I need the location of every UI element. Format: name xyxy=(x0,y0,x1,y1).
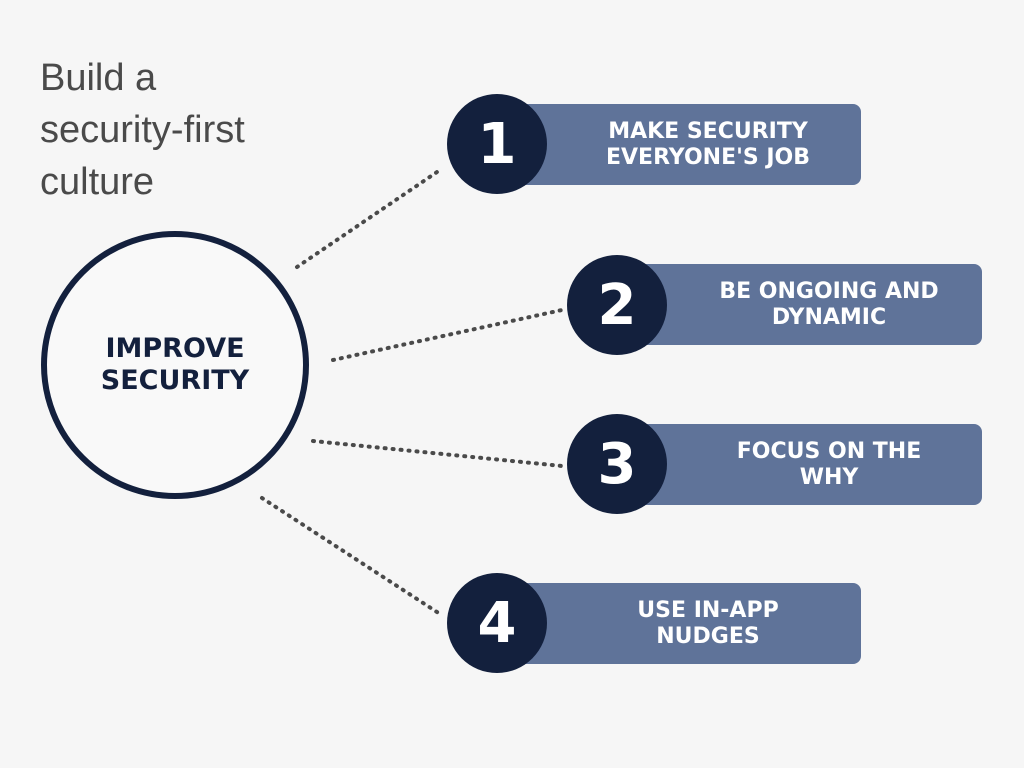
step-label: EVERYONE'S JOB xyxy=(605,144,810,170)
step-label: NUDGES xyxy=(656,623,760,649)
step-label: FOCUS ON THE xyxy=(736,438,922,464)
title-line: culture xyxy=(40,161,155,203)
step-label: BE ONGOING AND xyxy=(719,278,939,304)
step-1-banner: MAKE SECURITY EVERYONE'S JOB xyxy=(515,104,861,185)
step-label: WHY xyxy=(799,464,859,490)
step-2-banner: BE ONGOING AND DYNAMIC xyxy=(636,264,982,345)
step-label: DYNAMIC xyxy=(771,304,887,330)
step-3-banner: FOCUS ON THE WHY xyxy=(636,424,982,505)
connector-4 xyxy=(260,496,442,616)
step-4-number: 4 xyxy=(447,573,547,673)
title-line: Build a xyxy=(40,57,157,99)
step-3-number: 3 xyxy=(567,414,667,514)
step-label: USE IN-APP xyxy=(637,597,779,623)
hub-label: IMPROVE xyxy=(105,333,245,364)
title-line: security-first xyxy=(40,109,245,151)
connector-3 xyxy=(311,439,564,468)
connector-1 xyxy=(295,168,442,269)
step-2-number: 2 xyxy=(567,255,667,355)
connector-2 xyxy=(331,308,564,362)
step-1-number: 1 xyxy=(447,94,547,194)
hub-label: SECURITY xyxy=(100,365,250,396)
page-title: Build a security-first culture xyxy=(40,52,245,208)
step-label: MAKE SECURITY xyxy=(608,118,808,144)
central-circle: IMPROVE SECURITY xyxy=(41,231,309,499)
step-4-banner: USE IN-APP NUDGES xyxy=(515,583,861,664)
